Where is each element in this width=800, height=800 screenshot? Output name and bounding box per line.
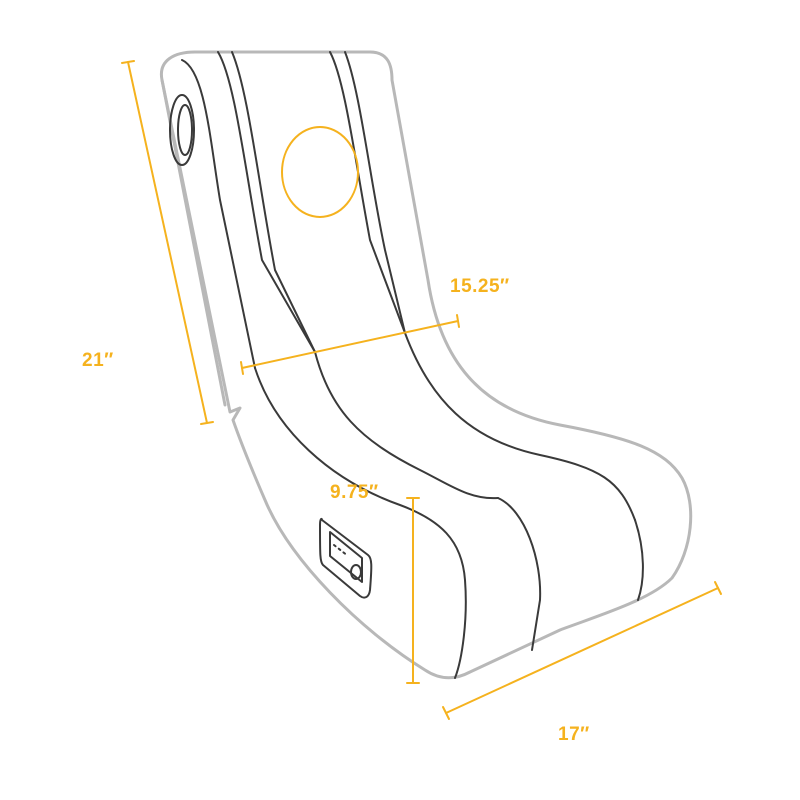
headrest-circle (281, 126, 359, 218)
speaker-icon (169, 94, 195, 166)
dimension-length (442, 581, 722, 720)
label-height: 21″ (82, 350, 114, 371)
label-side-height: 9.75″ (330, 482, 379, 503)
chair-outline (159, 50, 693, 680)
dimension-seat-width (240, 314, 460, 375)
control-panel-icon (319, 517, 373, 599)
dimension-height (121, 60, 214, 425)
dimension-side-height (406, 497, 420, 684)
label-seat-width: 15.25″ (450, 276, 510, 297)
label-length: 17″ (558, 724, 590, 745)
